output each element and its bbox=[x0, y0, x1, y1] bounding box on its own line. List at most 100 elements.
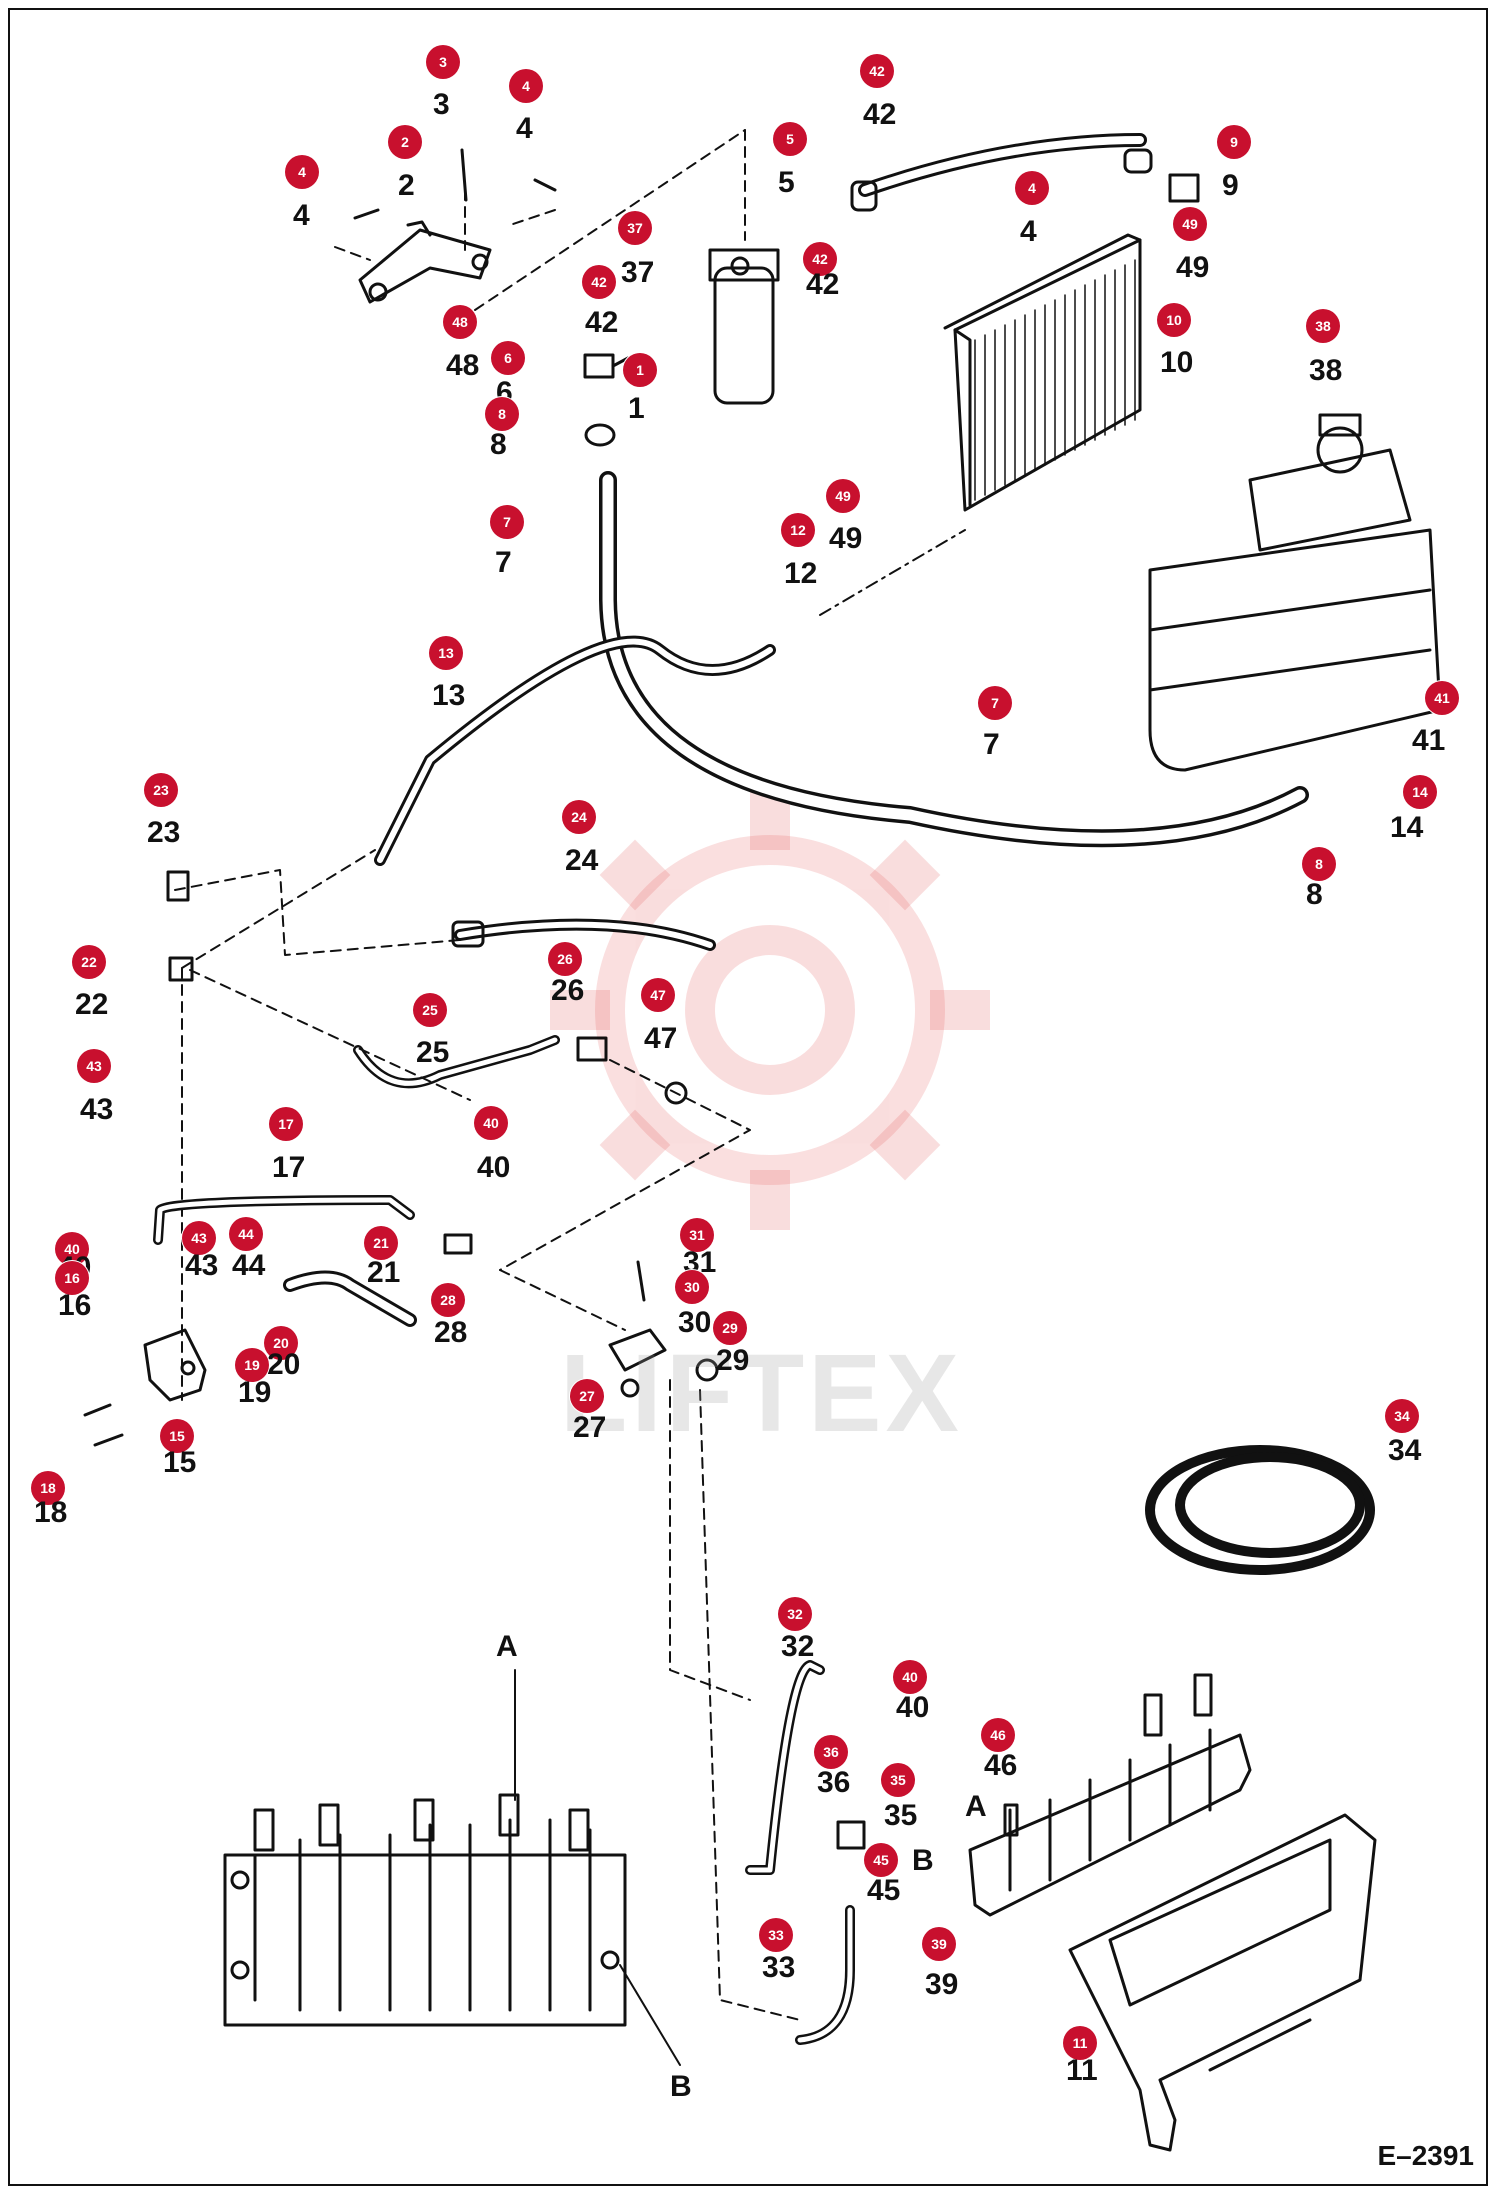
callout-badge-c1: 1 bbox=[623, 353, 657, 387]
part-number-c4a: 4 bbox=[516, 112, 533, 145]
callout-badge-c39: 39 bbox=[922, 1927, 956, 1961]
fitting-36 bbox=[836, 1820, 866, 1850]
callout-badge-c47: 47 bbox=[641, 978, 675, 1012]
callout-badge-c31: 31 bbox=[680, 1218, 714, 1252]
callout-badge-c40c: 40 bbox=[893, 1660, 927, 1694]
elbow-fitting-6 bbox=[583, 353, 630, 447]
watermark-text: LIFTEX bbox=[560, 1332, 963, 1455]
callout-badge-c49b: 49 bbox=[826, 479, 860, 513]
callout-badge-c37: 37 bbox=[618, 211, 652, 245]
part-number-c45: 45 bbox=[867, 1874, 901, 1907]
fitting-23 bbox=[166, 870, 190, 902]
callout-badge-c34: 34 bbox=[1385, 1399, 1419, 1433]
callout-badge-c8b: 8 bbox=[1302, 847, 1336, 881]
part-number-c43b: 43 bbox=[185, 1249, 219, 1282]
part-number-c46: 46 bbox=[984, 1749, 1018, 1782]
part-number-c7b: 7 bbox=[983, 728, 1000, 761]
bolt-4-left bbox=[353, 208, 380, 220]
callout-badge-c17: 17 bbox=[269, 1107, 303, 1141]
hydraulic-tank bbox=[1148, 413, 1442, 772]
callout-badge-c7b: 7 bbox=[978, 686, 1012, 720]
callout-badge-c38: 38 bbox=[1306, 309, 1340, 343]
callout-badge-c32: 32 bbox=[778, 1597, 812, 1631]
part-number-c8a: 8 bbox=[490, 428, 507, 461]
callout-badge-c11: 11 bbox=[1063, 2026, 1097, 2060]
part-number-c21: 21 bbox=[367, 1256, 401, 1289]
oring-47 bbox=[664, 1081, 688, 1105]
callout-badge-c29: 29 bbox=[713, 1311, 747, 1345]
part-number-c48: 48 bbox=[446, 349, 480, 382]
part-number-c35: 35 bbox=[884, 1799, 918, 1832]
part-number-c3: 3 bbox=[433, 88, 450, 121]
part-number-c15: 15 bbox=[163, 1446, 197, 1479]
callout-badge-c44: 44 bbox=[229, 1217, 263, 1251]
part-number-c2: 2 bbox=[398, 169, 415, 202]
callout-badge-c23: 23 bbox=[144, 773, 178, 807]
callout-badge-c15: 15 bbox=[160, 1419, 194, 1453]
callout-badge-c28: 28 bbox=[431, 1283, 465, 1317]
callout-badge-c12: 12 bbox=[781, 513, 815, 547]
tube-13 bbox=[374, 635, 776, 866]
part-number-c19: 19 bbox=[238, 1376, 272, 1409]
part-number-c17: 17 bbox=[272, 1151, 306, 1184]
part-number-c39: 39 bbox=[925, 1968, 959, 2001]
tube-25 bbox=[353, 1035, 560, 1089]
part-number-c23: 23 bbox=[147, 816, 181, 849]
part-number-c27: 27 bbox=[573, 1411, 607, 1444]
control-valve-39 bbox=[968, 1673, 1252, 1917]
part-number-c20: 20 bbox=[267, 1348, 301, 1381]
callout-badge-c27: 27 bbox=[570, 1379, 604, 1413]
oil-cooler bbox=[943, 233, 1142, 512]
bracket-30 bbox=[608, 1328, 667, 1372]
callout-badge-c8a: 8 bbox=[485, 397, 519, 431]
hose-42-top bbox=[850, 133, 1153, 212]
port-letter-portB-valve: B bbox=[912, 1844, 934, 1877]
callout-badge-c40a: 40 bbox=[474, 1106, 508, 1140]
part-number-c13: 13 bbox=[432, 679, 466, 712]
oil-cooler-fins bbox=[974, 259, 1136, 501]
part-number-c44: 44 bbox=[232, 1249, 266, 1282]
callout-badge-c42a: 42 bbox=[860, 54, 894, 88]
callout-badge-c26: 26 bbox=[548, 942, 582, 976]
part-number-c9: 9 bbox=[1222, 169, 1239, 202]
callout-badge-c18: 18 bbox=[31, 1471, 65, 1505]
callout-badge-c2: 2 bbox=[388, 125, 422, 159]
fitting-9 bbox=[1168, 173, 1200, 203]
callout-badge-c43a: 43 bbox=[77, 1049, 111, 1083]
part-number-c24: 24 bbox=[565, 844, 599, 877]
part-number-c49a: 49 bbox=[1176, 251, 1210, 284]
valve-block-15 bbox=[143, 1328, 207, 1402]
callout-badge-c5: 5 bbox=[773, 122, 807, 156]
callout-badge-c46: 46 bbox=[981, 1718, 1015, 1752]
callout-badge-c48: 48 bbox=[443, 305, 477, 339]
part-number-c12: 12 bbox=[784, 557, 818, 590]
callout-badge-c45: 45 bbox=[864, 1843, 898, 1877]
figure-id: E–2391 bbox=[1377, 2140, 1474, 2171]
part-number-c26: 26 bbox=[551, 974, 585, 1007]
part-number-c42c: 42 bbox=[585, 306, 619, 339]
part-number-c40c: 40 bbox=[896, 1691, 930, 1724]
callout-badge-c4a: 4 bbox=[509, 69, 543, 103]
callout-badge-c24: 24 bbox=[562, 800, 596, 834]
part-number-c14: 14 bbox=[1390, 811, 1424, 844]
part-number-c25: 25 bbox=[416, 1036, 450, 1069]
callout-badge-c35: 35 bbox=[881, 1763, 915, 1797]
tube-33 bbox=[795, 1905, 855, 2045]
part-number-c37: 37 bbox=[621, 256, 655, 289]
part-number-c11: 11 bbox=[1066, 2054, 1098, 2087]
watermark-gear-teeth bbox=[550, 790, 990, 1230]
assembly-leader-lines bbox=[174, 849, 801, 2021]
callout-badge-c6: 6 bbox=[491, 341, 525, 375]
part-number-c36: 36 bbox=[817, 1766, 851, 1799]
callout-badge-c19: 19 bbox=[235, 1348, 269, 1382]
callout-badge-c13: 13 bbox=[429, 636, 463, 670]
hose-24 bbox=[451, 918, 716, 951]
washer-29 bbox=[695, 1358, 719, 1382]
mounting-plate-11 bbox=[1068, 1813, 1377, 2152]
bolt-31 bbox=[636, 1260, 646, 1302]
callout-badge-c36: 36 bbox=[814, 1735, 848, 1769]
mounting-bracket bbox=[358, 220, 492, 304]
leader-B-detail bbox=[619, 1964, 681, 2066]
part-number-c5: 5 bbox=[778, 166, 795, 199]
